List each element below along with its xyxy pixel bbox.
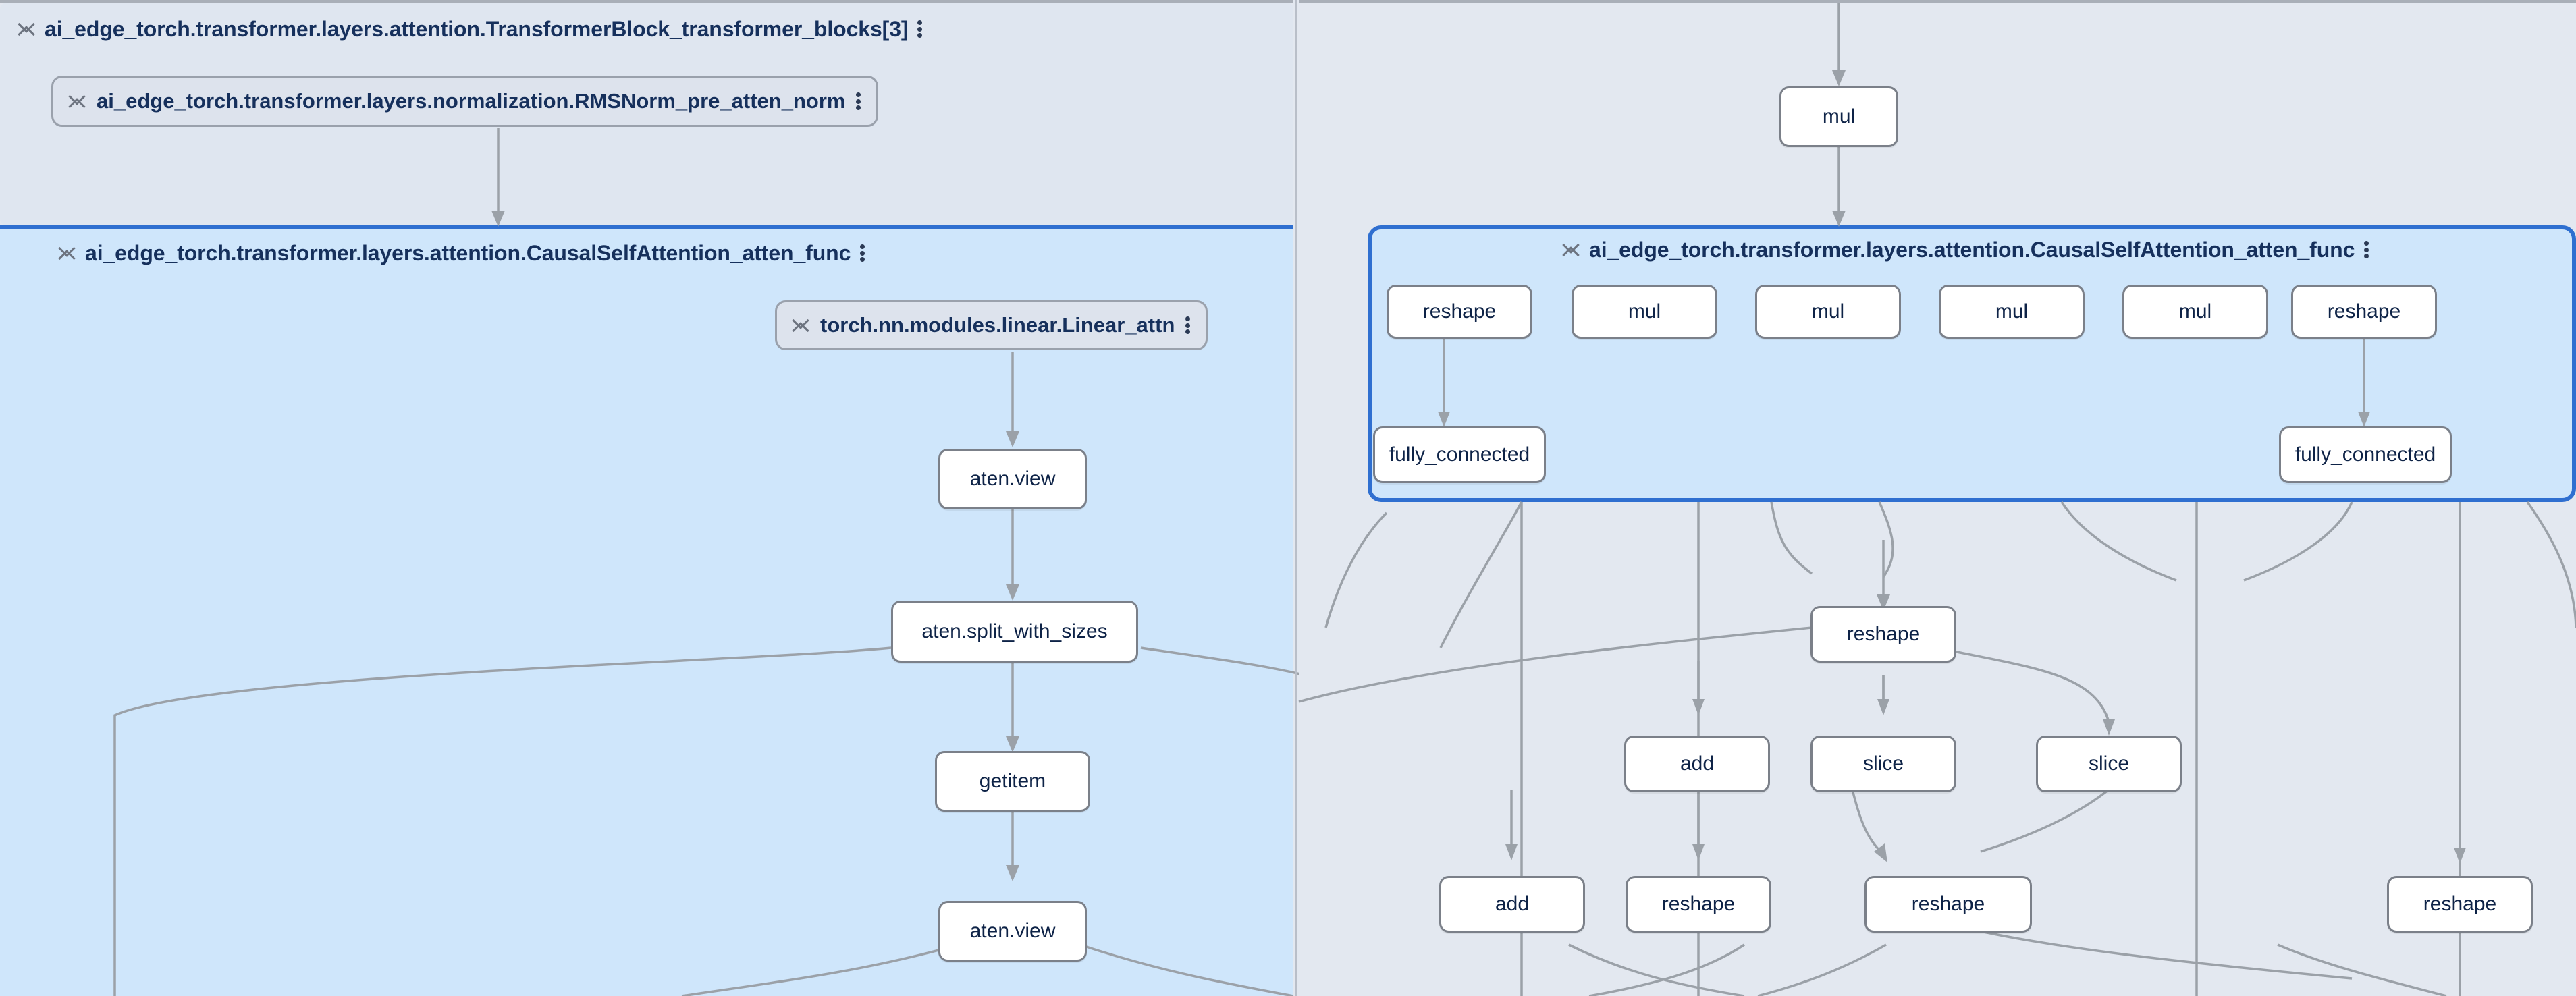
- collapse-chevrons-icon[interactable]: [792, 312, 809, 339]
- panel-top-rule: [0, 0, 1293, 3]
- linear-attn-layer-label: torch.nn.modules.linear.Linear_attn: [820, 313, 1175, 337]
- rmsnorm-layer-pill[interactable]: ai_edge_torch.transformer.layers.normali…: [51, 76, 879, 127]
- more-vertical-icon[interactable]: [917, 20, 923, 38]
- panel-divider[interactable]: [1295, 0, 1297, 996]
- node-add-r3[interactable]: add: [1439, 876, 1585, 933]
- rmsnorm-layer-label: ai_edge_torch.transformer.layers.normali…: [97, 89, 846, 113]
- node-mul-g1[interactable]: mul: [1572, 285, 1717, 339]
- node-mul-g2[interactable]: mul: [1755, 285, 1901, 339]
- node-aten-view-1[interactable]: aten.view: [938, 449, 1087, 509]
- more-vertical-icon[interactable]: [2364, 241, 2369, 258]
- transformer-block-title[interactable]: ai_edge_torch.transformer.layers.attenti…: [18, 16, 923, 43]
- node-fully-connected-left[interactable]: fully_connected: [1373, 426, 1546, 483]
- node-reshape-g1[interactable]: reshape: [1387, 285, 1532, 339]
- node-mul-g4[interactable]: mul: [2122, 285, 2268, 339]
- node-mul-top[interactable]: mul: [1779, 86, 1898, 147]
- collapse-chevrons-icon[interactable]: [18, 16, 35, 43]
- node-reshape-r3-c[interactable]: reshape: [2387, 876, 2533, 933]
- more-vertical-icon[interactable]: [1185, 316, 1191, 334]
- more-vertical-icon[interactable]: [856, 92, 861, 110]
- node-reshape-r3-b[interactable]: reshape: [1864, 876, 2032, 933]
- node-reshape-r1[interactable]: reshape: [1810, 606, 1956, 663]
- node-reshape-r3-a[interactable]: reshape: [1626, 876, 1771, 933]
- collapse-chevrons-icon[interactable]: [58, 240, 76, 267]
- transformer-block-label: ai_edge_torch.transformer.layers.attenti…: [45, 17, 909, 41]
- node-mul-g3[interactable]: mul: [1939, 285, 2085, 339]
- causal-self-attention-label: ai_edge_torch.transformer.layers.attenti…: [85, 241, 851, 265]
- node-add-r2[interactable]: add: [1624, 736, 1770, 792]
- causal-self-attention-title-right[interactable]: ai_edge_torch.transformer.layers.attenti…: [1562, 236, 2369, 263]
- linear-attn-layer-pill[interactable]: torch.nn.modules.linear.Linear_attn: [775, 300, 1208, 350]
- causal-self-attention-title[interactable]: ai_edge_torch.transformer.layers.attenti…: [58, 240, 865, 267]
- right-graph-panel[interactable]: ai_edge_torch.transformer.layers.attenti…: [1298, 0, 2576, 996]
- node-aten-view-2[interactable]: aten.view: [938, 901, 1087, 962]
- collapse-chevrons-icon[interactable]: [68, 88, 86, 115]
- node-fully-connected-right[interactable]: fully_connected: [2279, 426, 2452, 483]
- more-vertical-icon[interactable]: [860, 244, 865, 262]
- panel-top-rule-right: [1299, 0, 2576, 3]
- node-slice-r2-b[interactable]: slice: [2036, 736, 2182, 792]
- collapse-chevrons-icon[interactable]: [1562, 236, 1580, 263]
- node-aten-split-with-sizes[interactable]: aten.split_with_sizes: [891, 601, 1138, 663]
- node-reshape-g2[interactable]: reshape: [2291, 285, 2437, 339]
- node-getitem[interactable]: getitem: [935, 751, 1090, 812]
- left-graph-panel[interactable]: ai_edge_torch.transformer.layers.attenti…: [0, 0, 1304, 996]
- node-slice-r2-a[interactable]: slice: [1810, 736, 1956, 792]
- causal-self-attention-label-right: ai_edge_torch.transformer.layers.attenti…: [1589, 238, 2355, 262]
